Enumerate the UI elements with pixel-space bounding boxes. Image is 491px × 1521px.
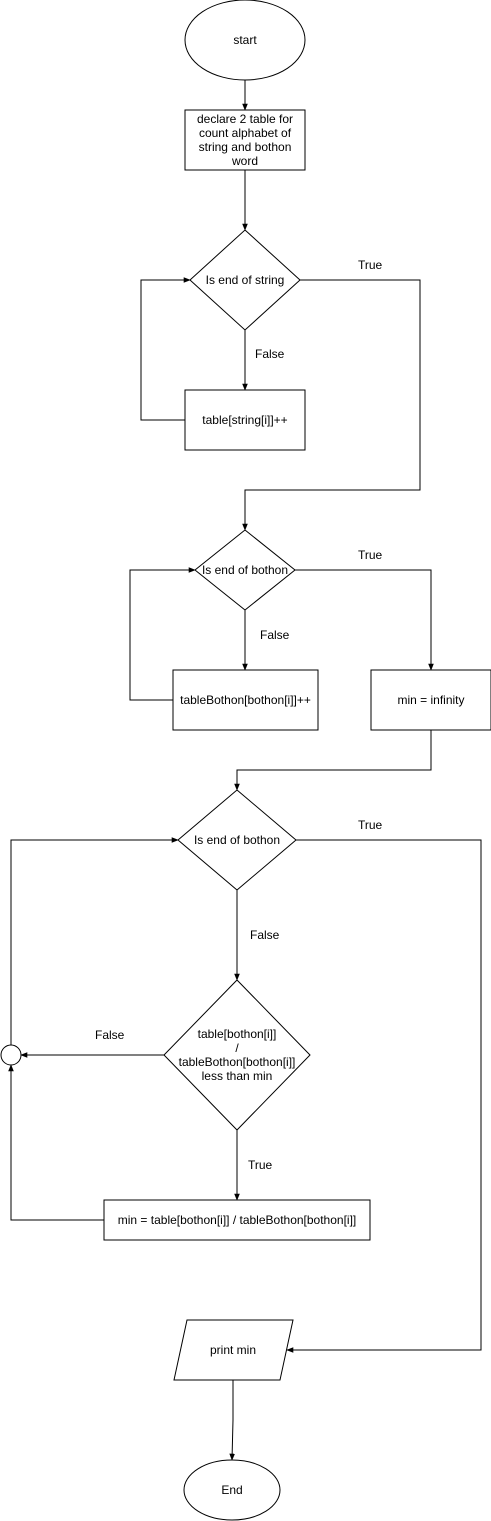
min-assign-process [103,1199,371,1241]
edge-string-check-true [242,279,421,531]
bothon2-false-label: False [249,928,281,942]
end-terminator [183,1459,281,1521]
edge-print-to-end [229,1380,235,1461]
compare-true-label: True [247,1158,274,1172]
edge-min-infinity-to-bothon2 [234,730,432,791]
print-min-io [173,1319,294,1381]
edge-bothon1-true [295,569,434,671]
loop-connector [0,1044,22,1066]
edge-table-inc-loop [140,277,191,421]
bothon1-true-label: True [357,548,384,562]
is-end-of-bothon-decision-2 [177,789,297,891]
is-end-of-string-decision [189,229,301,331]
edge-connector-loop [10,837,179,1045]
string-false-label: False [254,347,286,361]
bothon2-true-label: True [357,818,384,832]
table-bothon-increment-process [172,669,319,731]
table-increment-process [184,389,306,451]
bothon1-false-label: False [259,628,291,642]
edge-min-assign-to-connector [8,1064,104,1221]
edge-table-bothon-loop [129,567,196,701]
start-terminator [184,0,306,81]
compare-false-label: False [94,1028,126,1042]
string-true-label: True [357,258,384,272]
declare-process [184,109,306,171]
min-infinity-process [370,669,491,731]
edge-bothon2-true [286,839,482,1353]
is-end-of-bothon-decision-1 [194,529,296,611]
compare-decision [163,979,311,1131]
